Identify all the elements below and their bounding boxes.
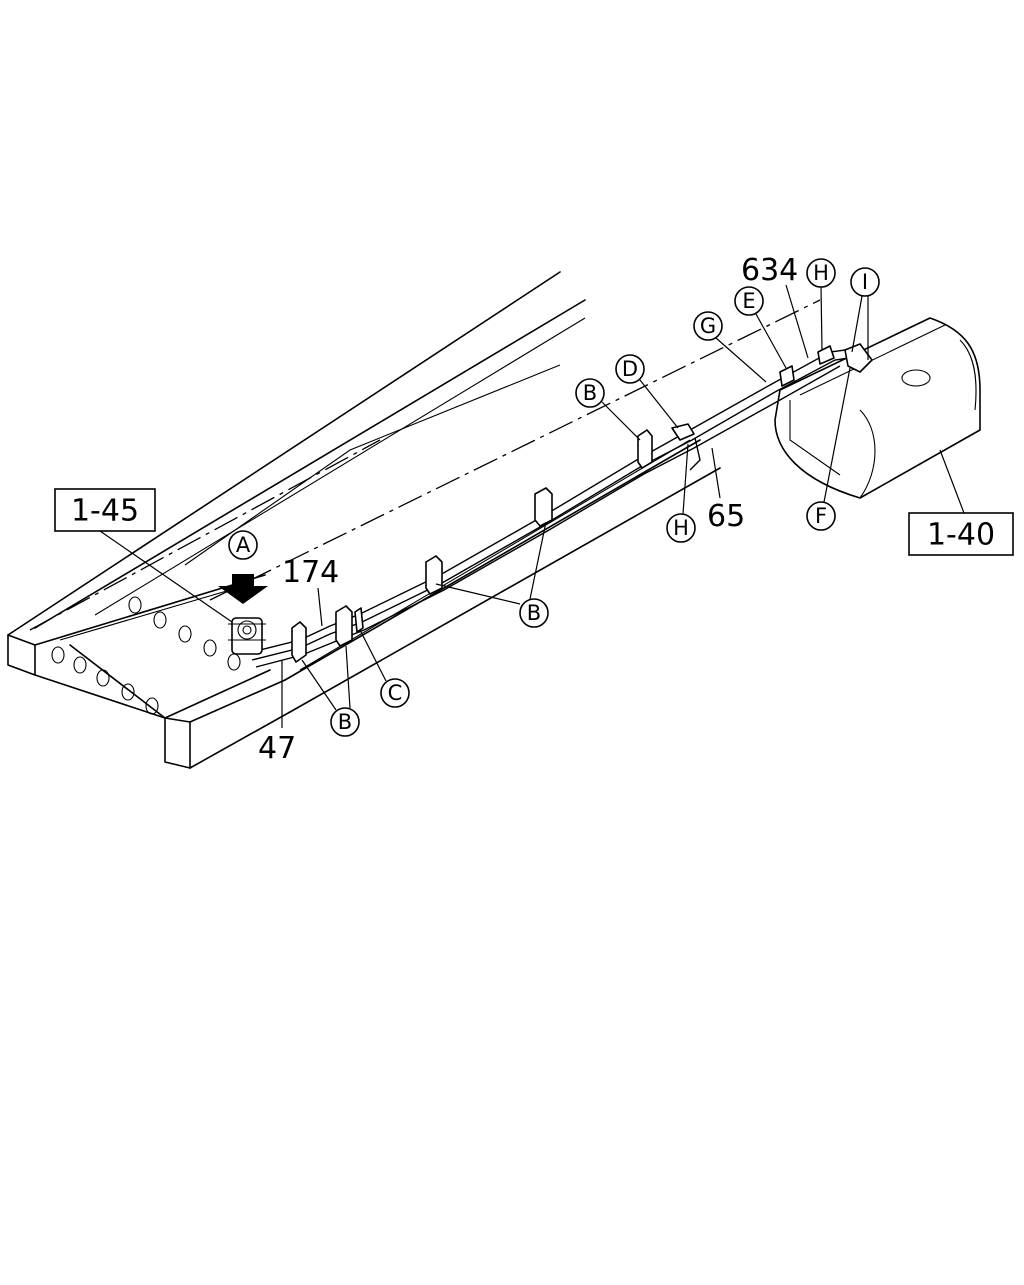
callout-b: B: [330, 707, 360, 737]
callout-letter: B: [583, 381, 597, 405]
callout-letter: A: [236, 533, 251, 557]
callout-i: I: [850, 267, 880, 297]
callout-a: A: [228, 530, 258, 560]
callout-letter: H: [673, 516, 689, 540]
callout-letter: C: [388, 681, 403, 705]
line-clips: [291, 343, 873, 663]
callout-h: H: [806, 258, 836, 288]
chassis-frame: [7, 271, 821, 769]
callout-h: H: [666, 513, 696, 543]
part-number-label: 47: [258, 731, 296, 766]
callout-f: F: [806, 501, 836, 531]
callout-letter: G: [700, 314, 716, 338]
callout-letter: I: [862, 270, 868, 294]
part-number-label: 634: [741, 253, 798, 288]
ref-box-label: 1-40: [927, 518, 995, 553]
ref-box-1-40: 1-40: [908, 512, 1014, 556]
callout-c: C: [380, 678, 410, 708]
part-number-label: 65: [707, 499, 745, 534]
view-direction-arrow: [218, 574, 268, 604]
callout-letter: F: [815, 504, 827, 528]
part-number-label: 174: [282, 555, 339, 590]
callout-letter: B: [527, 601, 541, 625]
callout-letter: H: [813, 261, 829, 285]
callout-letter: E: [742, 289, 755, 313]
fuel-tank: [774, 317, 981, 499]
callout-d: D: [615, 354, 645, 384]
fuel-filter-assembly: [228, 617, 266, 655]
callout-e: E: [734, 286, 764, 316]
ref-box-1-45: 1-45: [54, 488, 156, 532]
ref-box-label: 1-45: [71, 494, 139, 529]
callout-b: B: [519, 598, 549, 628]
callout-letter: B: [338, 710, 352, 734]
callout-letter: D: [622, 357, 638, 381]
frame-holes: [51, 596, 241, 715]
callout-g: G: [693, 311, 723, 341]
callout-b: B: [575, 378, 605, 408]
